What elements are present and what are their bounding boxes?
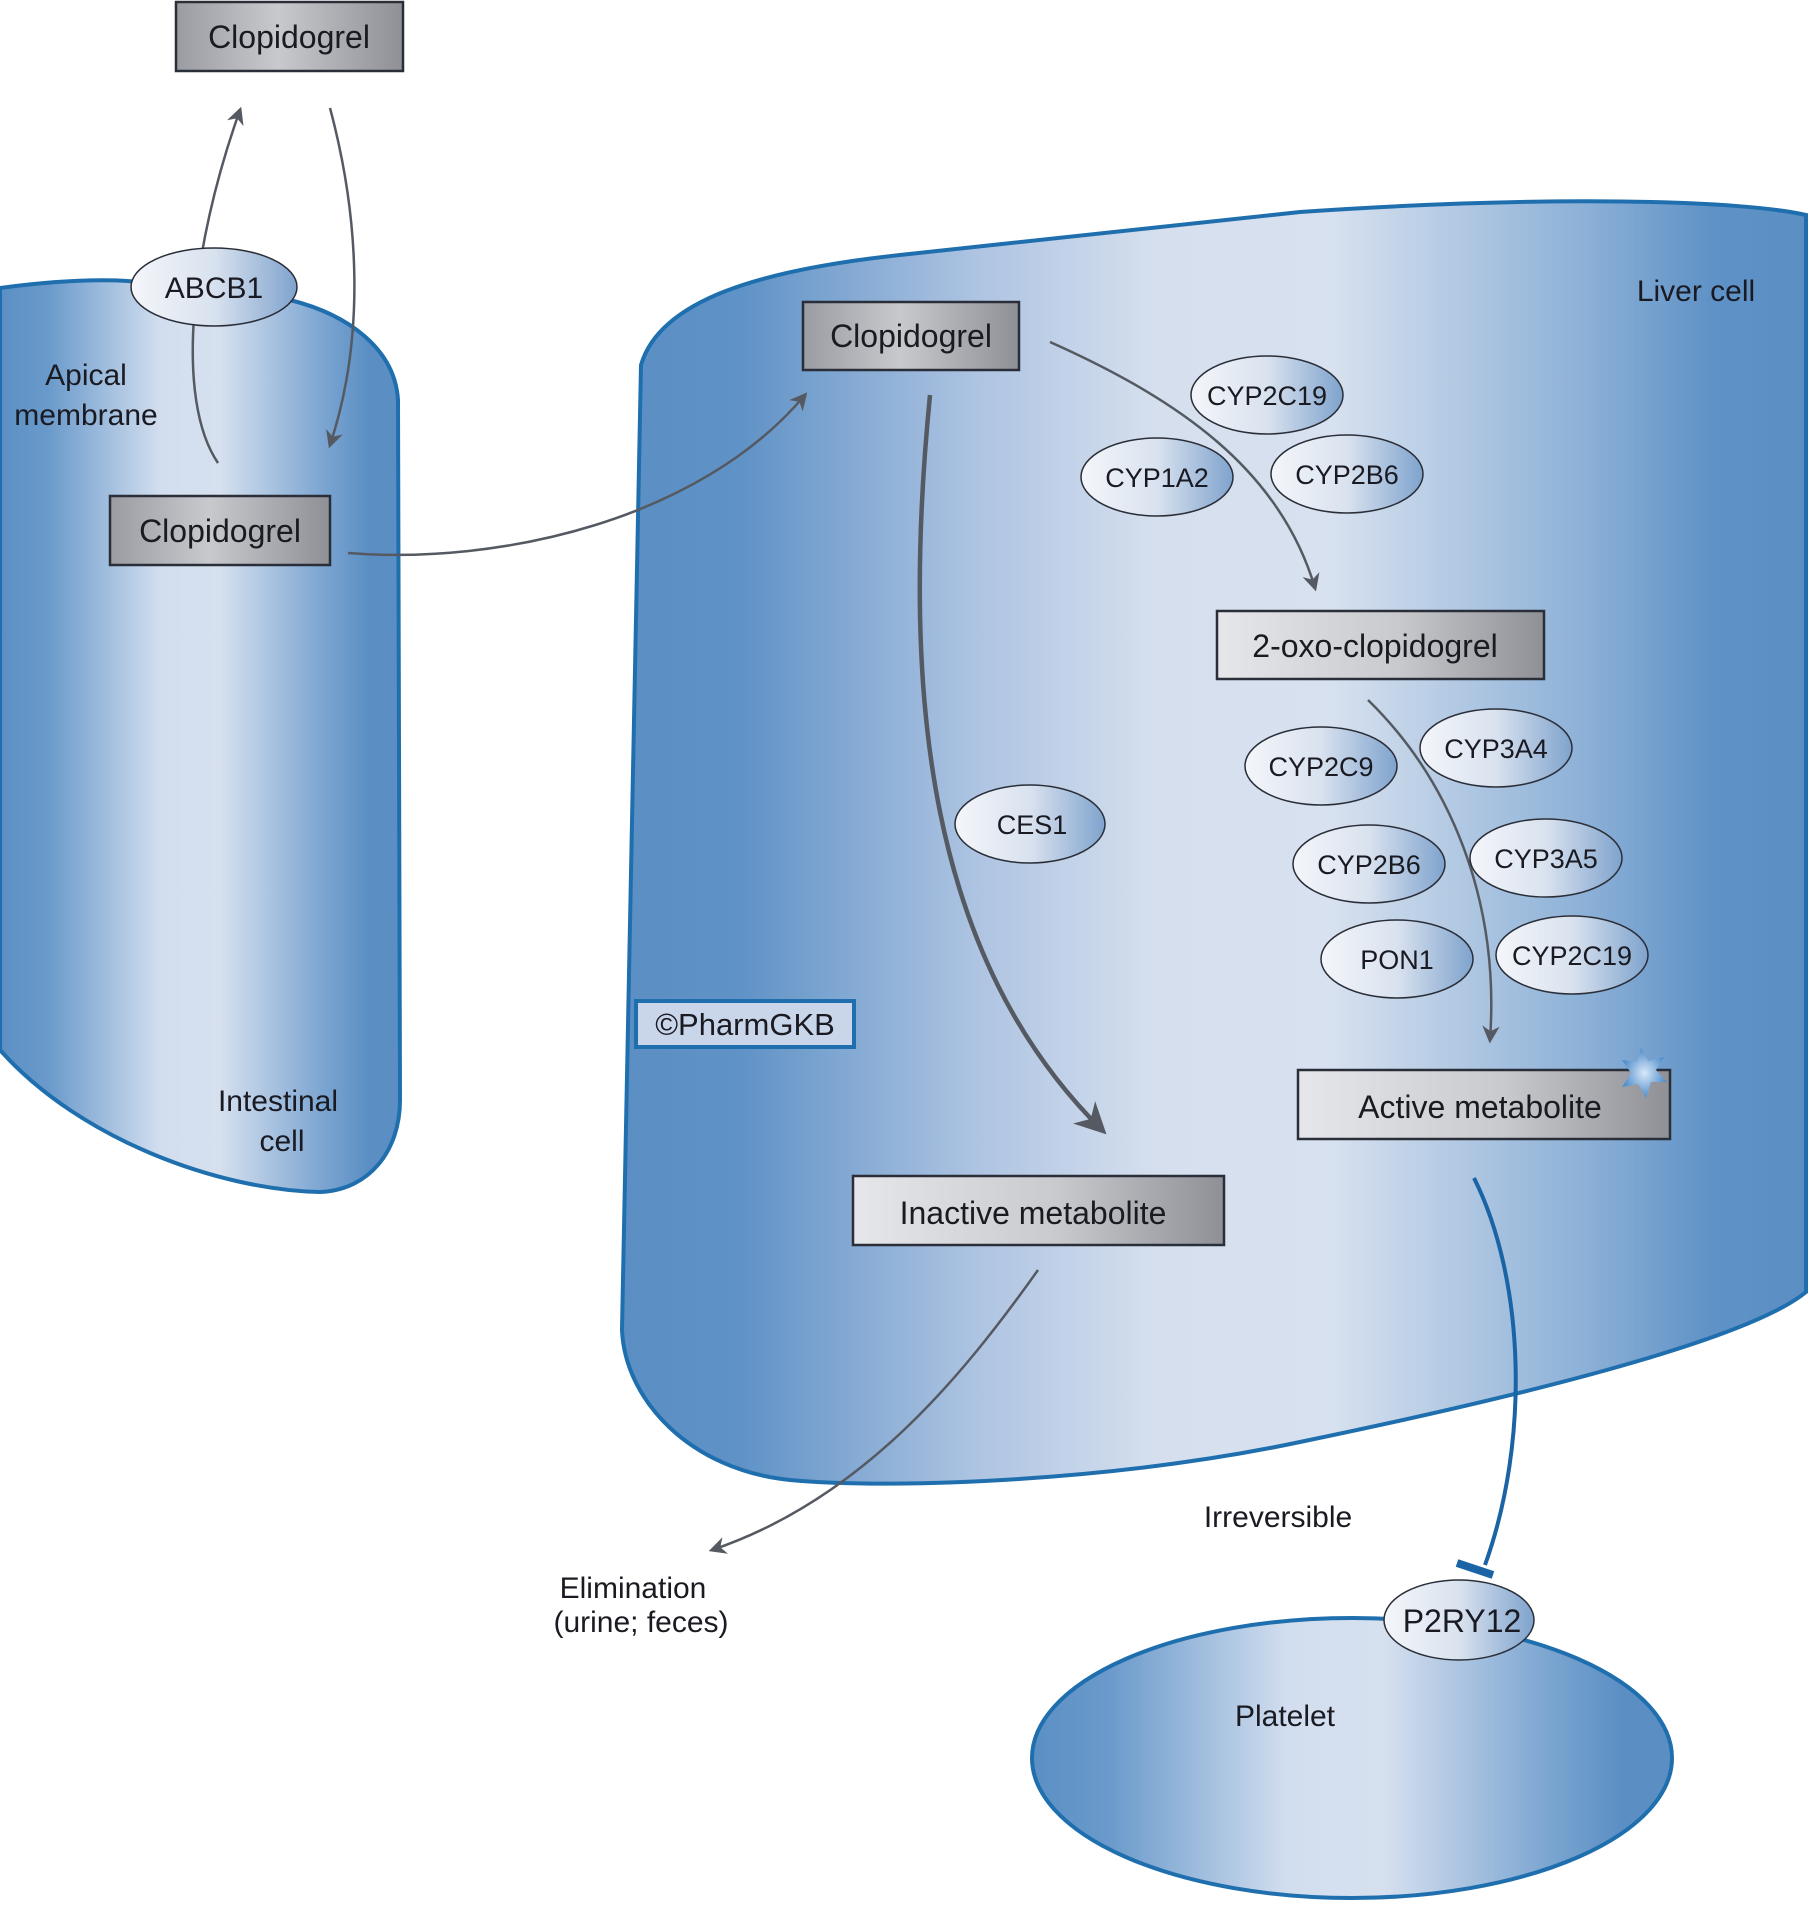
inhibition-bar-icon <box>1455 1559 1495 1579</box>
enzyme-step2-cyp2c19[interactable]: CYP2C19 <box>1495 915 1649 995</box>
arrow-elimination <box>708 1269 1040 1554</box>
liver-cell-label: Liver cell <box>1637 275 1755 308</box>
compound-label: Clopidogrel <box>208 19 370 55</box>
compound-label: Clopidogrel <box>830 318 992 354</box>
compound-clopidogrel-liver[interactable]: Clopidogrel <box>801 300 1021 372</box>
enzyme-label: CES1 <box>997 810 1068 840</box>
apical-membrane-label-2: membrane <box>14 399 157 432</box>
enzyme-step2-cyp3a5[interactable]: CYP3A5 <box>1469 818 1623 898</box>
transporter-abcb1[interactable]: ABCB1 <box>130 247 298 327</box>
enzyme-step2-pon1[interactable]: PON1 <box>1320 919 1474 999</box>
apical-membrane-label-1: Apical <box>45 359 127 392</box>
enzyme-ces1[interactable]: CES1 <box>954 784 1106 864</box>
compound-label: Inactive metabolite <box>900 1195 1167 1231</box>
liver-cell <box>619 199 1808 1486</box>
enzyme-step1-cyp1a2[interactable]: CYP1A2 <box>1080 437 1234 517</box>
compound-active-metabolite[interactable]: Active metabolite <box>1296 1068 1672 1141</box>
compound-label: 2-oxo-clopidogrel <box>1252 628 1497 664</box>
intestinal-cell-label-2: cell <box>259 1125 304 1158</box>
platelet-label: Platelet <box>1235 1700 1336 1733</box>
enzyme-step2-cyp3a4[interactable]: CYP3A4 <box>1419 708 1573 788</box>
arrow-to-oxo <box>1049 340 1320 592</box>
enzyme-label: CYP2C19 <box>1512 941 1632 971</box>
arrow-to-active <box>1367 699 1500 1044</box>
enzyme-step1-cyp2c19[interactable]: CYP2C19 <box>1190 355 1344 435</box>
compound-label: Active metabolite <box>1358 1089 1602 1125</box>
enzyme-label: CYP3A4 <box>1444 734 1548 764</box>
enzyme-step2-cyp2b6[interactable]: CYP2B6 <box>1292 824 1446 904</box>
platelet-cell <box>1030 1616 1674 1900</box>
compound-clopidogrel-outside[interactable]: Clopidogrel <box>174 0 405 73</box>
inhibition-line <box>1472 1177 1518 1566</box>
enzyme-label: CYP2B6 <box>1317 850 1421 880</box>
elimination-label-1: Elimination <box>560 1572 707 1605</box>
irreversible-label: Irreversible <box>1204 1501 1352 1534</box>
compound-clopidogrel-intestinal[interactable]: Clopidogrel <box>108 494 332 567</box>
enzyme-label: PON1 <box>1360 945 1434 975</box>
copyright-badge: ©PharmGKB <box>634 999 856 1049</box>
arrow-uptake <box>326 107 356 449</box>
copyright-text: ©PharmGKB <box>655 1007 835 1042</box>
target-label: P2RY12 <box>1403 1603 1522 1639</box>
arrow-to-inactive <box>917 394 1107 1135</box>
target-p2ry12[interactable]: P2RY12 <box>1383 1579 1535 1661</box>
enzyme-step1-cyp2b6[interactable]: CYP2B6 <box>1270 434 1424 514</box>
elimination-label-2: (urine; feces) <box>553 1606 728 1639</box>
intestinal-cell-label-1: Intestinal <box>218 1085 338 1118</box>
active-star-icon <box>1622 1048 1667 1098</box>
enzyme-step2-cyp2c9[interactable]: CYP2C9 <box>1244 726 1398 806</box>
enzyme-label: CYP3A5 <box>1494 844 1598 874</box>
compound-2-oxo-clopidogrel[interactable]: 2-oxo-clopidogrel <box>1215 609 1546 681</box>
enzyme-label: CYP2B6 <box>1295 460 1399 490</box>
transporter-label: ABCB1 <box>165 272 263 305</box>
enzyme-label: CYP2C19 <box>1207 381 1327 411</box>
arrow-to-liver <box>347 392 808 557</box>
compound-label: Clopidogrel <box>139 513 301 549</box>
enzyme-label: CYP1A2 <box>1105 463 1209 493</box>
enzyme-label: CYP2C9 <box>1268 752 1373 782</box>
compound-inactive-metabolite[interactable]: Inactive metabolite <box>851 1174 1226 1247</box>
